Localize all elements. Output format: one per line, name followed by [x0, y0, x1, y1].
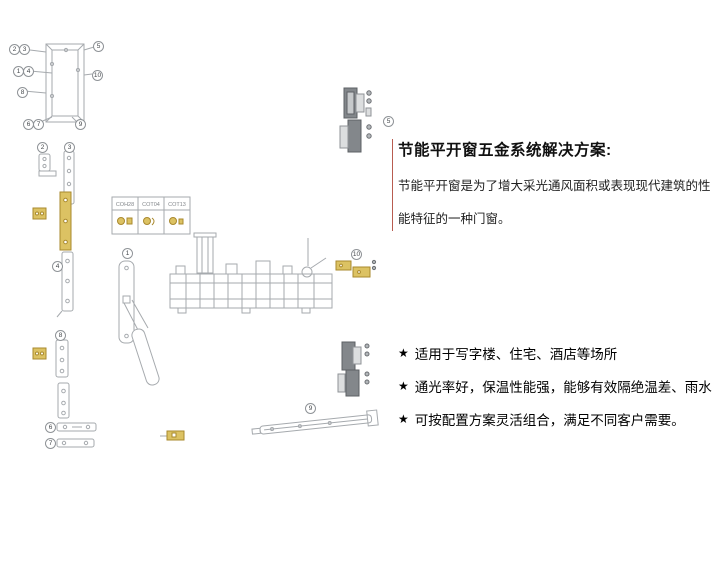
feature-text-3: 可按配置方案灵活组合，满足不同客户需要。	[414, 412, 685, 428]
star-icon: ★	[398, 345, 409, 360]
feature-text-2: 通光率好，保温性能强，能够有效隔绝温差、雨水	[414, 379, 712, 395]
hardware-diagram: COH28 COT04 COT13	[21, 43, 379, 448]
profile-cross-section	[169, 232, 333, 314]
hinge-set-upper	[339, 87, 372, 153]
part-strip-small	[57, 382, 70, 419]
part-striker-7	[56, 438, 95, 448]
frame-callout-7: 7	[33, 119, 44, 130]
part-callout-10: 10	[351, 249, 362, 260]
part-callout-6: 6	[45, 422, 56, 433]
part-striker-6	[56, 422, 97, 432]
part-lock-bar	[56, 251, 74, 318]
frame-callout-10: 10	[92, 70, 103, 81]
frame-callout-3: 3	[19, 44, 30, 55]
frame-callout-4: 4	[23, 66, 34, 77]
star-icon: ★	[398, 378, 409, 393]
part-clip-yellow-lower	[32, 347, 47, 360]
part-bracket-yellow	[160, 430, 185, 441]
part-callout-2: 2	[37, 142, 48, 153]
friction-stay	[251, 409, 379, 435]
feature-item-2: ★ 通光率好，保温性能强，能够有效隔绝温差、雨水	[398, 369, 712, 402]
part-callout-1: 1	[122, 248, 133, 259]
feature-text-1: 适用于写字楼、住宅、酒店等场所	[414, 346, 618, 362]
part-corner-hinge	[38, 153, 57, 177]
window-handle	[118, 260, 160, 386]
part-callout-9: 9	[305, 403, 316, 414]
hinge-set-lower	[337, 341, 370, 397]
feature-item-1: ★ 适用于写字楼、住宅、酒店等场所	[398, 336, 712, 369]
part-callout-8: 8	[55, 330, 66, 341]
part-callout-4: 4	[52, 261, 63, 272]
page-title: 节能平开窗五金系统解决方案:	[398, 142, 612, 159]
table-header-1: COH28	[116, 202, 134, 208]
part-clip-yellow-upper	[32, 207, 47, 220]
table-header-2: COT04	[142, 202, 160, 208]
table-header-3: COT13	[168, 202, 186, 208]
star-icon: ★	[398, 411, 409, 426]
frame-callout-5: 5	[93, 41, 104, 52]
part-callout-7: 7	[45, 438, 56, 449]
content-panel: 节能平开窗五金系统解决方案: 节能平开窗是为了增大采光通风面积或表现现代建筑的性…	[392, 0, 725, 575]
window-frame-schematic	[21, 43, 95, 124]
frame-callout-8: 8	[17, 87, 28, 98]
intro-paragraph: 节能平开窗是为了增大采光通风面积或表现现代建筑的性能特征的一种门窗。	[398, 179, 711, 226]
vertical-rule	[392, 139, 393, 231]
feature-item-3: ★ 可按配置方案灵活组合，满足不同客户需要。	[398, 402, 712, 435]
spec-table: COH28 COT04 COT13	[111, 196, 191, 235]
part-callout-3: 3	[64, 142, 75, 153]
part-callout-5: 5	[383, 116, 394, 127]
part-keeper-strip	[55, 339, 69, 378]
part-strip-yellow	[59, 191, 72, 251]
connector-set-yellow	[335, 259, 377, 278]
feature-list: ★ 适用于写字楼、住宅、酒店等场所 ★ 通光率好，保温性能强，能够有效隔绝温差、…	[398, 336, 712, 435]
frame-callout-9: 9	[75, 119, 86, 130]
